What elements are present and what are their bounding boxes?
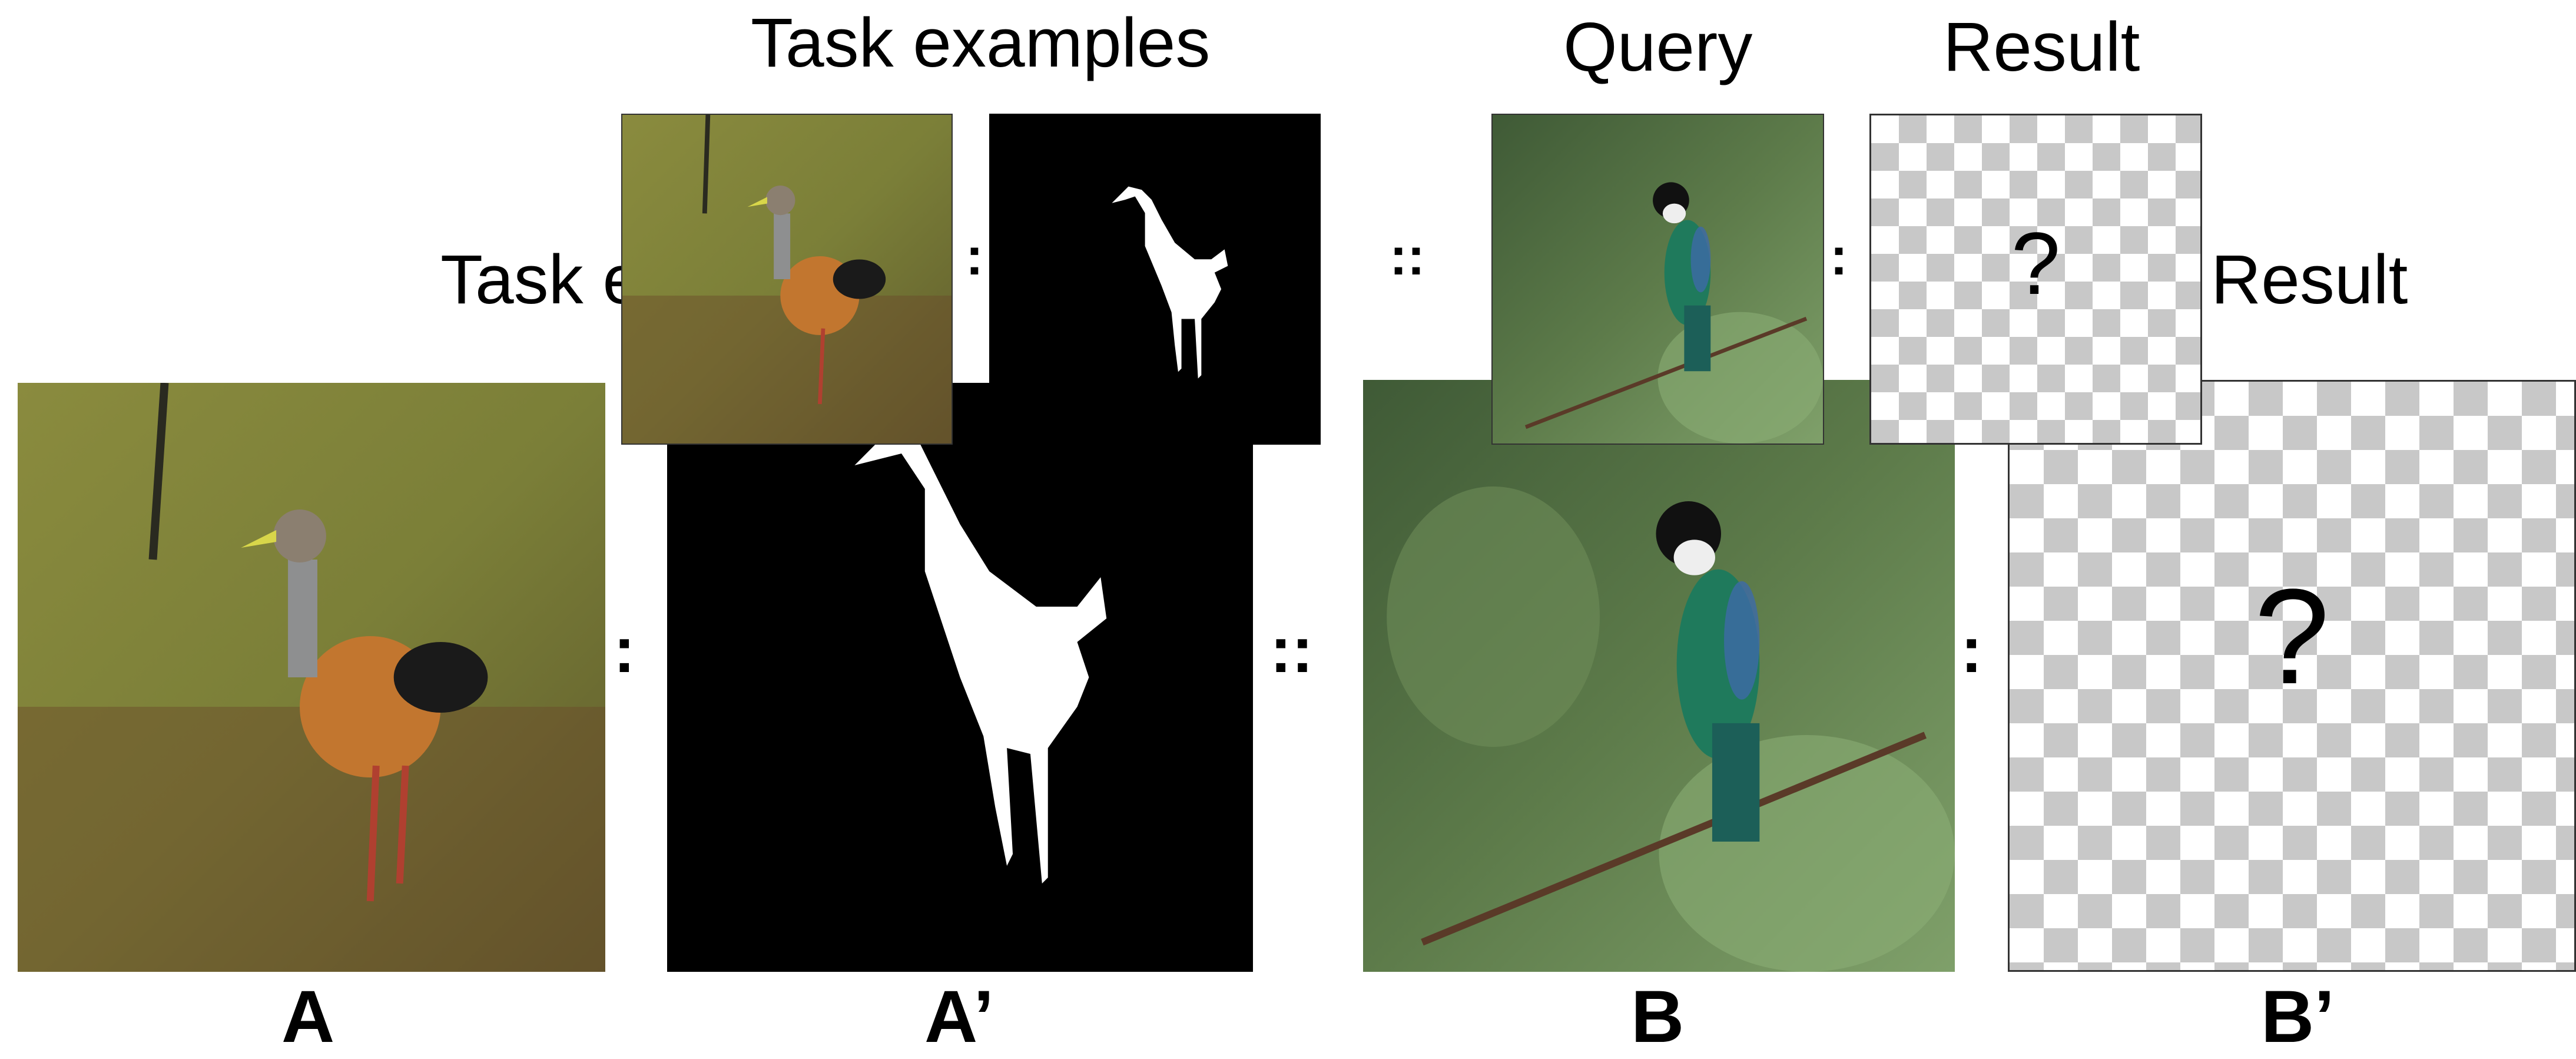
- bg-panel-a-image: [18, 383, 605, 972]
- bird-photo-b: [1363, 380, 1955, 972]
- bg-unknown-question-mark: ?: [2254, 561, 2330, 712]
- bg-ratio-separator: :: [614, 614, 635, 686]
- bird-photo-a-small: [622, 115, 952, 444]
- bg-analogy-separator: ::: [1270, 614, 1314, 686]
- fg-panel-b-prime-result: ?: [1869, 114, 2202, 445]
- fg-heading-result: Result: [1943, 8, 2140, 86]
- bird-photo-b-small: [1493, 115, 1823, 444]
- panel-label-b: B: [1631, 976, 1685, 1058]
- fg-panel-b-image: [1491, 114, 1824, 445]
- bg-panel-a-prime-mask: [667, 383, 1253, 972]
- bg-panel-b-prime-result: ?: [2008, 380, 2576, 972]
- fg-unknown-question-mark: ?: [2011, 214, 2061, 313]
- fg-heading-query: Query: [1563, 8, 1753, 86]
- panel-label-a: A: [281, 976, 335, 1058]
- bird-mask-a-prime: [667, 383, 1253, 972]
- fg-ratio-separator: :: [966, 227, 983, 286]
- panel-label-a-prime: A’: [924, 976, 994, 1058]
- fg-query-separator: :: [1830, 227, 1848, 286]
- bg-heading-result: Result: [2211, 241, 2408, 319]
- bg-panel-b-image: [1363, 380, 1955, 972]
- fg-panel-a-image: [621, 114, 953, 445]
- fg-analogy-separator: ::: [1390, 227, 1425, 286]
- fg-heading-task-examples: Task examples: [751, 4, 1211, 82]
- bird-photo-a: [18, 383, 605, 972]
- bird-mask-a-prime-small: [989, 114, 1321, 445]
- bg-heading-task-examples: Task e: [440, 241, 642, 319]
- panel-label-b-prime: B’: [2261, 976, 2335, 1058]
- fg-panel-a-prime-mask: [989, 114, 1321, 445]
- bg-query-separator: :: [1961, 614, 1982, 686]
